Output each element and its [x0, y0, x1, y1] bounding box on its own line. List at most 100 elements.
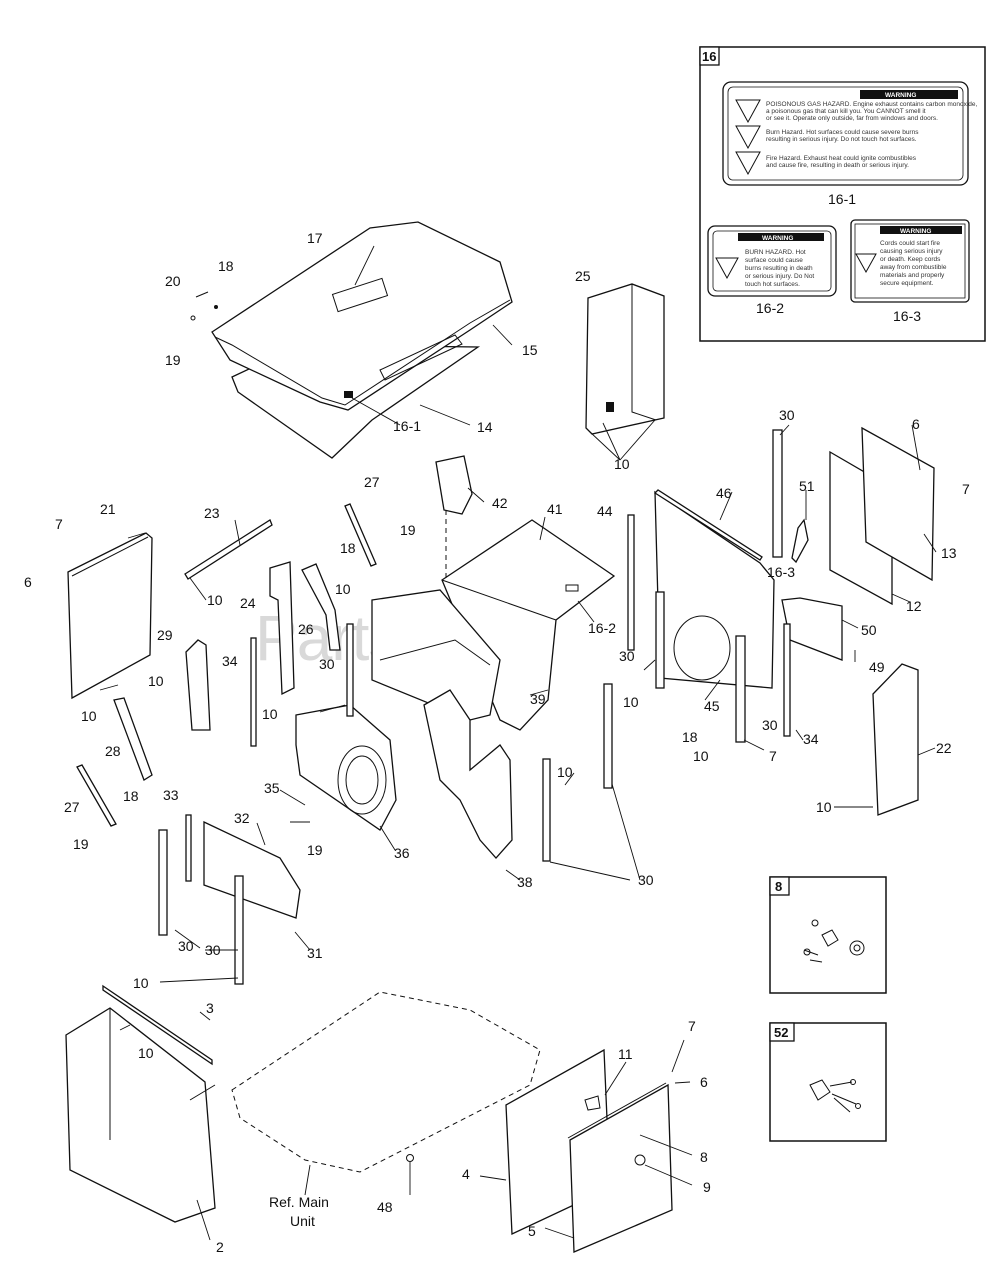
callout-30: 30 [205, 942, 221, 958]
callout-42: 42 [492, 495, 508, 511]
panel-45-opening [673, 615, 731, 681]
rod-27-upper [344, 503, 377, 567]
callout-16-2: 16-2 [588, 620, 616, 636]
callout-16-1: 16-1 [393, 418, 421, 434]
rail-30-mid [655, 591, 665, 689]
callout-49: 49 [869, 659, 885, 675]
inset-decals-tag: 16 [702, 49, 716, 64]
callout-labels: 17 18 20 19 15 14 16-1 25 10 42 27 19 18… [24, 230, 970, 1255]
callout-39: 39 [530, 691, 546, 707]
callout-28: 28 [105, 743, 121, 759]
callout-27: 27 [64, 799, 80, 815]
callout-3: 3 [206, 1000, 214, 1016]
leader-lines [99, 245, 937, 1241]
svg-text:away from combustible: away from combustible [880, 264, 947, 271]
shroud-36 [295, 704, 397, 831]
label-16-2: 16-2 [756, 300, 784, 316]
panel-45 [654, 490, 775, 689]
ref-main-unit [231, 991, 541, 1173]
svg-text:or serious injury. Do Not: or serious injury. Do Not [745, 273, 814, 280]
svg-text:or death. Keep cords: or death. Keep cords [880, 256, 941, 263]
callout-10: 10 [557, 764, 573, 780]
callout-5: 5 [528, 1223, 536, 1239]
rail-46 [653, 489, 763, 561]
panel-25 [585, 283, 665, 435]
callout-27: 27 [364, 474, 380, 490]
housing-center [371, 455, 616, 731]
svg-text:resulting in serious injury. D: resulting in serious injury. Do not touc… [766, 136, 917, 143]
callout-7: 7 [688, 1018, 696, 1034]
svg-text:burns resulting in death: burns resulting in death [745, 265, 813, 272]
callout-30: 30 [638, 872, 654, 888]
callout-35: 35 [264, 780, 280, 796]
rail-3 [102, 984, 213, 1066]
panel-50 [781, 597, 843, 661]
callout-41: 41 [547, 501, 563, 517]
callout-6: 6 [912, 416, 920, 432]
svg-text:52: 52 [774, 1025, 788, 1040]
callout-10: 10 [623, 694, 639, 710]
svg-text:POISONOUS GAS HAZARD. Engine e: POISONOUS GAS HAZARD. Engine exhaust con… [766, 101, 978, 108]
callout-7: 7 [962, 481, 970, 497]
callout-4: 4 [462, 1166, 470, 1182]
callout-8: 8 [700, 1149, 708, 1165]
callout-18: 18 [682, 729, 698, 745]
strip-34-right [783, 623, 791, 737]
shroud-2 [65, 1007, 216, 1223]
callout-34: 34 [803, 731, 819, 747]
rail-23 [184, 519, 273, 580]
rail-30-bottom [542, 758, 551, 862]
callout-21: 21 [100, 501, 116, 517]
callout-11: 11 [618, 1046, 633, 1062]
callout-15: 15 [522, 342, 538, 358]
svg-text:BURN HAZARD. Hot: BURN HAZARD. Hot [745, 249, 806, 256]
bracket-28 [113, 697, 153, 781]
svg-text:WARNING: WARNING [762, 235, 793, 242]
callout-36: 36 [394, 845, 410, 861]
callout-10: 10 [81, 708, 97, 724]
rail-30-right [735, 635, 746, 743]
callout-38: 38 [517, 874, 533, 890]
callout-10: 10 [207, 592, 223, 608]
svg-text:Cords could start fire: Cords could start fire [880, 240, 940, 247]
callout-7: 7 [55, 516, 63, 532]
callout-30: 30 [762, 717, 778, 733]
svg-text:touch hot surfaces.: touch hot surfaces. [745, 281, 800, 288]
callout-6: 6 [24, 574, 32, 590]
rail-30-lower-left-2 [234, 875, 244, 985]
callout-13: 13 [941, 545, 957, 561]
callout-18: 18 [218, 258, 234, 274]
rail-30-center [346, 623, 354, 717]
rail-30-lower-left [158, 829, 168, 936]
callout-7: 7 [769, 748, 777, 764]
callout-10: 10 [816, 799, 832, 815]
bracket-29 [185, 639, 211, 731]
callout-20: 20 [165, 273, 181, 289]
decal-16-2: WARNING BURN HAZARD. Hot surface could c… [707, 225, 837, 297]
callout-19: 19 [165, 352, 181, 368]
callout-30: 30 [319, 656, 335, 672]
inset-part-52: 52 [769, 1022, 887, 1142]
callout-16-3: 16-3 [767, 564, 795, 580]
callout-30: 30 [779, 407, 795, 423]
callout-10: 10 [262, 706, 278, 722]
panel-5 [569, 1083, 673, 1253]
panel-22 [872, 663, 919, 816]
callout-31: 31 [307, 945, 323, 961]
callout-6: 6 [700, 1074, 708, 1090]
svg-text:causing serious injury: causing serious injury [880, 248, 943, 255]
inset-decals: 16 WARNING POISONOUS GAS HAZARD. Engine … [699, 46, 986, 342]
callout-29: 29 [157, 627, 173, 643]
rod-27-lower [76, 764, 117, 827]
callout-18: 18 [123, 788, 139, 804]
panel-31 [203, 820, 301, 919]
callout-45: 45 [704, 698, 720, 714]
callout-30: 30 [178, 938, 194, 954]
svg-text:Burn Hazard. Hot surfaces coul: Burn Hazard. Hot surfaces could cause se… [766, 129, 919, 136]
part-48 [406, 1154, 414, 1162]
ref-main-unit-label-1: Ref. Main [269, 1194, 329, 1210]
callout-12: 12 [906, 598, 922, 614]
callout-50: 50 [861, 622, 877, 638]
callout-33: 33 [163, 787, 179, 803]
